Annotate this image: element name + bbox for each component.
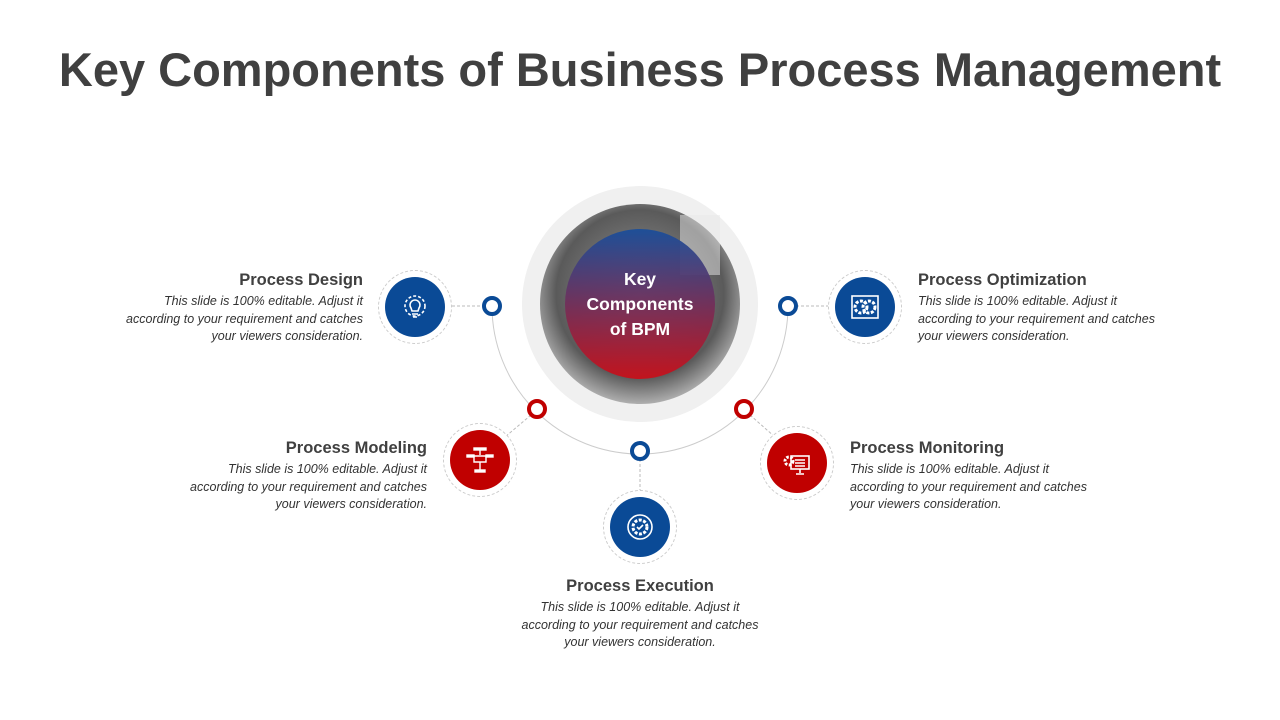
item-desc: This slide is 100% editable. Adjust it bbox=[228, 462, 427, 476]
dot-design bbox=[482, 296, 502, 316]
item-desc: your viewers consideration. bbox=[275, 497, 427, 511]
dot-monitoring bbox=[734, 399, 754, 419]
optimization-icon-badge bbox=[828, 270, 902, 344]
item-desc: your viewers consideration. bbox=[564, 635, 716, 649]
hub-label: Key Components of BPM bbox=[586, 268, 694, 339]
process-execution-block: Process Execution This slide is 100% edi… bbox=[510, 577, 770, 652]
execution-icon-badge bbox=[603, 490, 677, 564]
item-title: Process Execution bbox=[566, 577, 714, 595]
process-design-block: Process Design This slide is 100% editab… bbox=[103, 271, 363, 346]
item-desc: This slide is 100% editable. Adjust it bbox=[164, 294, 363, 308]
gears-cycle-icon bbox=[835, 277, 895, 337]
flowchart-icon bbox=[450, 430, 510, 490]
item-title: Process Monitoring bbox=[850, 439, 1005, 457]
lightbulb-gear-icon bbox=[385, 277, 445, 337]
item-desc: according to your requirement and catche… bbox=[850, 479, 1087, 494]
process-optimization-block: Process Optimization This slide is 100% … bbox=[918, 271, 1178, 346]
item-title: Process Design bbox=[239, 271, 363, 289]
process-monitoring-block: Process Monitoring This slide is 100% ed… bbox=[850, 439, 1110, 514]
item-title: Process Optimization bbox=[918, 271, 1087, 289]
item-desc: This slide is 100% editable. Adjust it bbox=[850, 462, 1049, 476]
item-title: Process Modeling bbox=[285, 439, 427, 457]
item-desc: your viewers consideration. bbox=[850, 497, 1002, 511]
monitor-gear-icon bbox=[767, 433, 827, 493]
process-modeling-block: Process Modeling This slide is 100% edit… bbox=[167, 439, 427, 514]
monitoring-icon-badge bbox=[760, 426, 834, 500]
design-icon-badge bbox=[378, 270, 452, 344]
dot-modeling bbox=[527, 399, 547, 419]
dot-optimization bbox=[778, 296, 798, 316]
item-desc: according to your requirement and catche… bbox=[126, 311, 363, 326]
gear-check-icon bbox=[610, 497, 670, 557]
item-desc: This slide is 100% editable. Adjust it bbox=[918, 294, 1117, 308]
dot-execution bbox=[630, 441, 650, 461]
modeling-icon-badge bbox=[443, 423, 517, 497]
item-desc: your viewers consideration. bbox=[918, 329, 1070, 343]
page-title: Key Components of Business Process Manag… bbox=[58, 43, 1222, 96]
item-desc: according to your requirement and catche… bbox=[521, 617, 759, 632]
item-desc: your viewers consideration. bbox=[211, 329, 363, 343]
item-desc: according to your requirement and catche… bbox=[918, 311, 1155, 326]
item-desc: This slide is 100% editable. Adjust it bbox=[540, 600, 740, 614]
hub-gradient bbox=[565, 229, 715, 379]
item-desc: according to your requirement and catche… bbox=[190, 479, 427, 494]
